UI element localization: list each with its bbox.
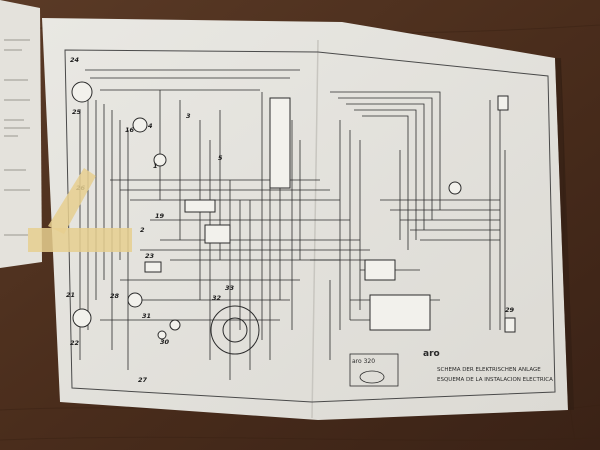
rear-connector bbox=[497, 95, 509, 111]
callout-number: 31 bbox=[142, 312, 151, 320]
distributor bbox=[210, 305, 260, 355]
fuse-box bbox=[269, 97, 291, 189]
callout-number: 2 bbox=[140, 226, 145, 234]
callout-number: 25 bbox=[72, 108, 82, 116]
callout-number: 1 bbox=[153, 162, 158, 170]
schematic-components bbox=[71, 81, 516, 355]
regulator-box bbox=[369, 294, 431, 331]
callout-number: 22 bbox=[70, 339, 80, 347]
callout-number: 33 bbox=[225, 284, 235, 292]
headlamp-left bbox=[71, 81, 93, 103]
caption-german: SCHEMA DER ELEKTRISCHEN ANLAGE bbox=[437, 367, 541, 373]
callout-number: 4 bbox=[148, 122, 153, 130]
sheet-shadow bbox=[555, 58, 574, 410]
callout-number: 27 bbox=[138, 376, 148, 384]
masking-tape bbox=[28, 228, 132, 252]
horn bbox=[132, 117, 148, 133]
model-code-box bbox=[349, 353, 399, 387]
schematic-wiring bbox=[79, 69, 506, 380]
masking-tape-diagonal bbox=[48, 168, 96, 234]
book-page-text bbox=[4, 39, 30, 236]
callout-number: 21 bbox=[66, 291, 75, 299]
callout-number: 28 bbox=[110, 292, 120, 300]
callout-number: 32 bbox=[212, 294, 222, 302]
model-code: aro 320 bbox=[352, 358, 375, 365]
sheet-fold bbox=[311, 39, 319, 419]
diagram-sheet bbox=[42, 18, 568, 420]
callout-number: 19 bbox=[155, 212, 165, 220]
connector-block bbox=[364, 259, 396, 281]
schematic-frame bbox=[64, 49, 556, 403]
ignition-coil bbox=[169, 319, 181, 331]
callout-number: 24 bbox=[70, 56, 80, 64]
relay-block bbox=[204, 224, 231, 244]
motor bbox=[153, 153, 167, 167]
model-logo: aro bbox=[423, 349, 440, 359]
callout-number: 5 bbox=[218, 154, 223, 162]
indicator-lamp bbox=[448, 181, 462, 195]
book-page bbox=[0, 0, 42, 268]
callout-number: 23 bbox=[145, 252, 155, 260]
callout-number: 29 bbox=[505, 306, 515, 314]
headlamp-right bbox=[72, 308, 92, 328]
battery bbox=[144, 261, 162, 273]
gauge bbox=[127, 292, 143, 308]
callout-number: 3 bbox=[186, 112, 191, 120]
switch-panel bbox=[184, 199, 216, 213]
callout-number: 16 bbox=[125, 126, 135, 134]
caption-spanish: ESQUEMA DE LA INSTALACION ELECTRICA bbox=[437, 377, 553, 383]
vehicle-sketch bbox=[359, 370, 385, 384]
callout-number: 30 bbox=[160, 338, 170, 346]
rear-lamp bbox=[504, 317, 516, 333]
